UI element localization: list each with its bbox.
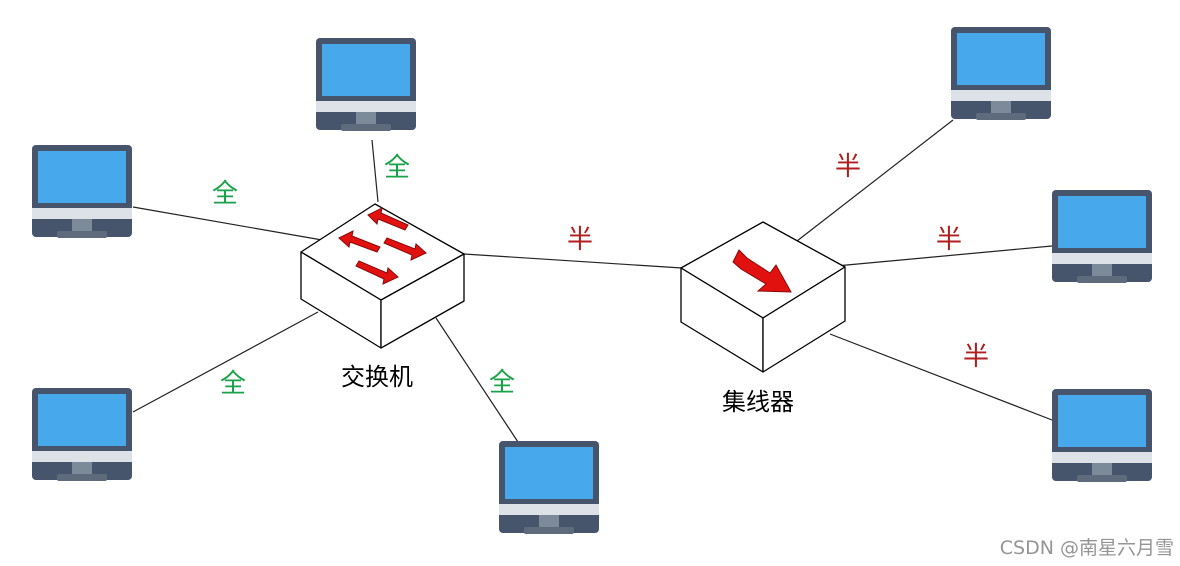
link-hub-pc-right-top: [796, 119, 954, 242]
computers: [32, 27, 1152, 534]
watermark: CSDN @南星六月雪: [1000, 537, 1174, 559]
half-duplex-label: 半: [963, 342, 989, 372]
monitor-icon: [1052, 389, 1152, 482]
hub-box-icon: [680, 221, 846, 373]
switch-box-icon: [300, 203, 465, 349]
hub-label: 集线器: [722, 388, 794, 416]
switch-label: 交换机: [341, 363, 413, 391]
link-switch-pc-top: [371, 139, 379, 203]
down-right-arrow-icon: [732, 249, 792, 293]
link-switch-pc-left-top: [132, 206, 323, 241]
monitor-icon: [1052, 190, 1152, 283]
link-hub-pc-right-middle: [835, 245, 1053, 267]
bidirectional-arrows-icon: [338, 207, 427, 285]
full-duplex-label: 全: [384, 153, 410, 183]
link-mode-labels: 全 全 全 全 半 半 半 半: [212, 152, 989, 399]
link-switch-pc-bottom: [435, 317, 519, 443]
link-hub-pc-right-bottom: [829, 333, 1053, 421]
monitor-icon: [32, 388, 132, 481]
full-duplex-label: 全: [220, 369, 246, 399]
half-duplex-label: 半: [567, 225, 593, 255]
monitor-icon: [951, 27, 1051, 120]
full-duplex-label: 全: [489, 368, 515, 398]
monitor-icon: [316, 38, 416, 131]
monitor-icon: [32, 145, 132, 238]
connections: [132, 119, 1053, 443]
monitor-icon: [499, 441, 599, 534]
half-duplex-label: 半: [936, 225, 962, 255]
link-switch-pc-left-bottom: [132, 311, 319, 413]
full-duplex-label: 全: [212, 179, 238, 209]
half-duplex-label: 半: [835, 152, 861, 182]
link-switch-hub: [463, 253, 683, 269]
